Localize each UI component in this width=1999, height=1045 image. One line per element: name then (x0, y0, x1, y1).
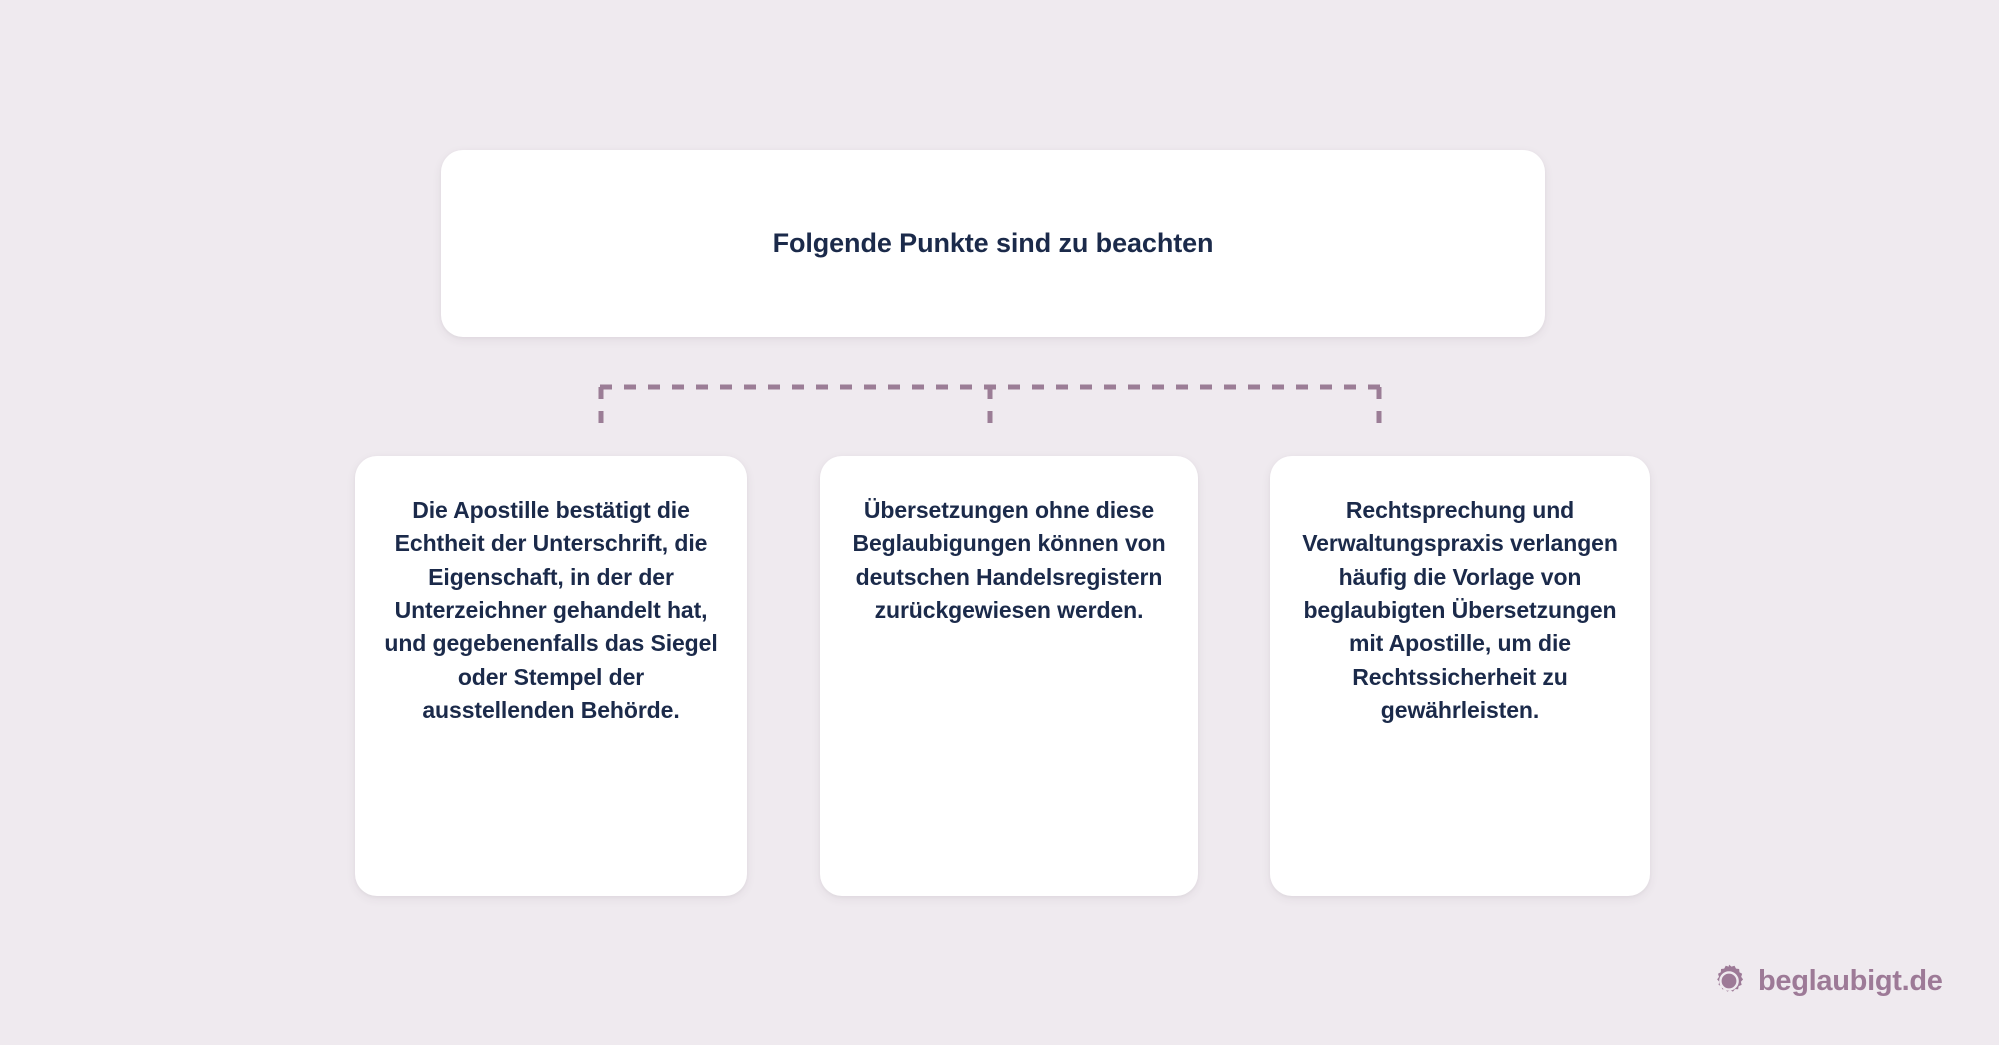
content-card-3: Rechtsprechung und Verwaltungspraxis ver… (1270, 456, 1650, 896)
content-card-1: Die Apostille bestätigt die Echtheit der… (355, 456, 747, 896)
seal-badge-icon (1717, 964, 1744, 992)
content-card-2: Übersetzungen ohne diese Beglaubigungen … (820, 456, 1198, 896)
content-card-3-text: Rechtsprechung und Verwaltungspraxis ver… (1302, 497, 1618, 724)
header-card: Folgende Punkte sind zu beachten (441, 150, 1545, 337)
brand-name: beglaubigt.de (1758, 964, 1943, 997)
content-card-1-text: Die Apostille bestätigt die Echtheit der… (384, 497, 718, 724)
brand-logo: beglaubigt.de (1712, 964, 1943, 998)
content-card-2-text: Übersetzungen ohne diese Beglaubigungen … (852, 497, 1166, 624)
cards-row: Die Apostille bestätigt die Echtheit der… (0, 456, 1999, 896)
page-title: Folgende Punkte sind zu beachten (772, 227, 1214, 258)
